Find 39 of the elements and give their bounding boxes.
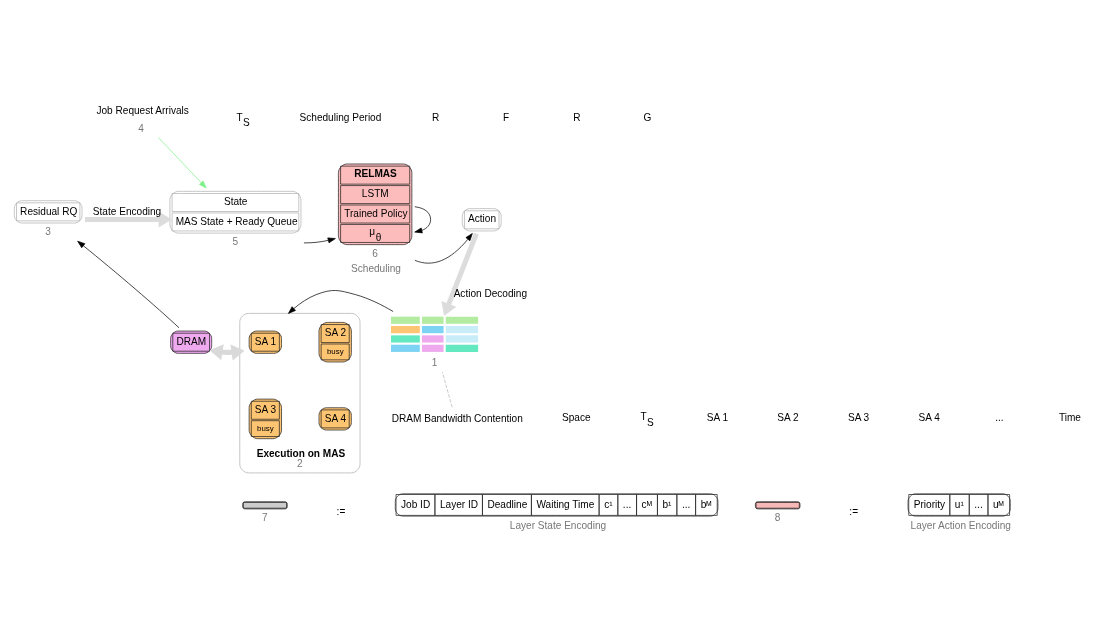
node-label: 4 — [138, 122, 144, 134]
connector — [442, 371, 453, 408]
label: ... — [995, 412, 1004, 424]
label: SA 4 — [918, 412, 940, 424]
arrow — [209, 344, 245, 361]
arrow — [85, 211, 172, 228]
node-label: Scheduling — [351, 263, 401, 275]
node-label: 5 — [232, 236, 239, 248]
node-text: Job Request Arrivals — [96, 104, 189, 116]
arrow — [288, 290, 394, 314]
node-label: 2 — [297, 458, 303, 470]
label: := — [849, 506, 859, 518]
arrow — [303, 237, 336, 244]
node-label: 8 — [774, 512, 781, 524]
label: R — [432, 112, 440, 124]
label: Space — [562, 412, 591, 424]
arrow — [77, 240, 180, 329]
label: Scheduling Period — [299, 112, 382, 124]
node-label: 7 — [262, 512, 268, 524]
edge-label: Action Decoding — [453, 288, 528, 300]
node-label: 6 — [372, 248, 378, 260]
label: SA 2 — [777, 412, 799, 424]
edge-label: State Encoding — [92, 205, 162, 217]
arrow — [158, 137, 207, 189]
label: F — [502, 112, 510, 124]
node-label: Layer State Encoding — [509, 519, 607, 531]
label: R — [573, 112, 581, 124]
node-label: 1 — [431, 357, 438, 369]
label: := — [336, 506, 346, 518]
node-label: Layer Action Encoding — [910, 519, 1011, 531]
node-text: DRAM Bandwidth Contention — [391, 412, 523, 424]
arrow — [414, 206, 431, 234]
label: SA 3 — [847, 412, 870, 424]
label: SA 1 — [706, 412, 729, 424]
node-label: 3 — [45, 226, 51, 238]
arrow — [414, 233, 473, 264]
arrow — [441, 232, 479, 317]
label: G — [643, 112, 652, 124]
label: Time — [1058, 412, 1081, 424]
